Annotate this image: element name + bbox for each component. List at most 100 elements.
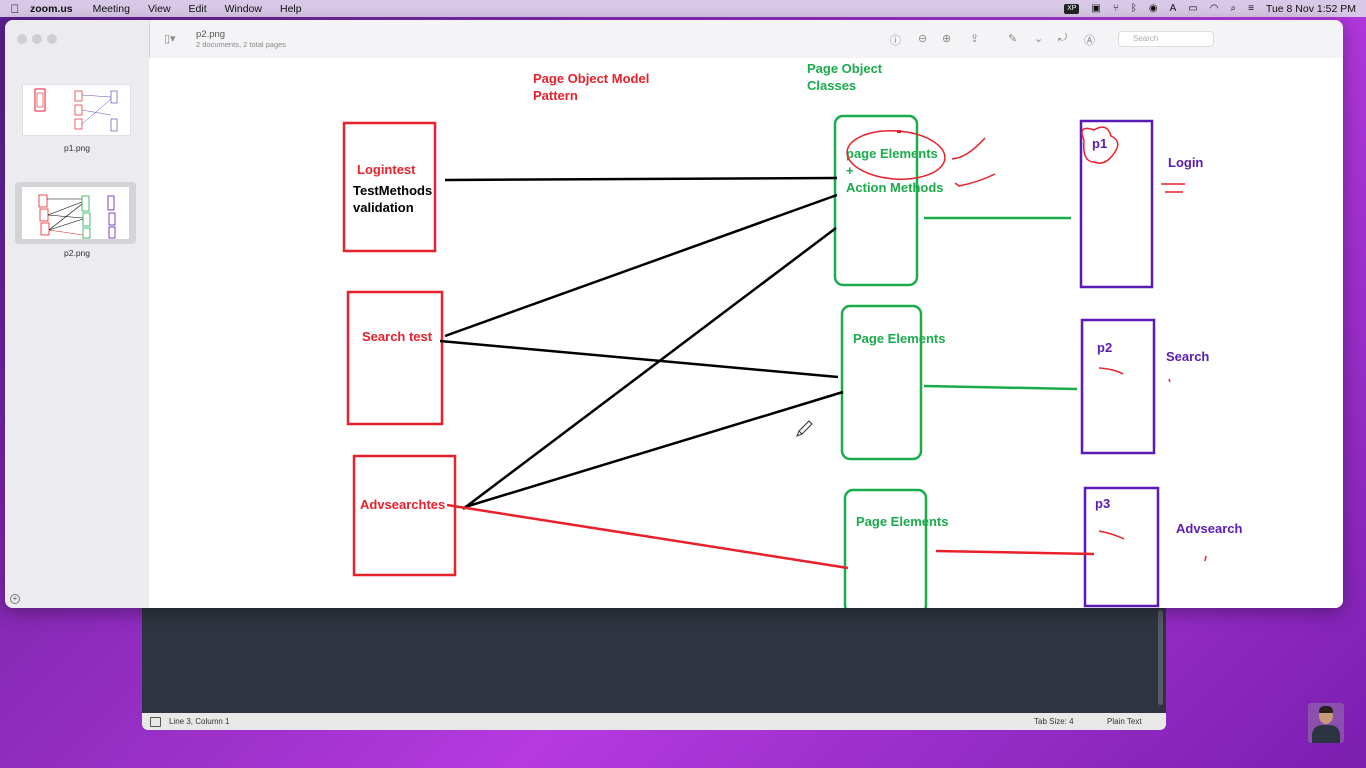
- connector-search-obj2: [439, 339, 839, 379]
- close-button[interactable]: [17, 34, 27, 44]
- thumbnail-p1-label: p1.png: [64, 143, 90, 153]
- page-elements-2-label: Page Elements: [853, 331, 946, 346]
- menu-view[interactable]: View: [147, 2, 171, 15]
- clock[interactable]: Tue 8 Nov 1:52 PM: [1265, 2, 1356, 15]
- editor-status-bar: Line 3, Column 1 Tab Size: 4 Plain Text: [142, 713, 1166, 730]
- testmethods-label: TestMethods: [353, 183, 432, 198]
- annotation-mark-search: [1168, 378, 1171, 383]
- tab-size[interactable]: Tab Size: 4: [1034, 717, 1074, 726]
- searchtest-box: [346, 290, 444, 426]
- annotation-circle-p1: [1081, 126, 1119, 164]
- annotation-tick-1: [951, 137, 986, 160]
- tools-icon[interactable]: ⑂: [1112, 3, 1119, 14]
- page-object-1-box: [833, 114, 919, 287]
- connector-login-obj1: [444, 176, 838, 182]
- rotate-icon[interactable]: ⤾: [1058, 32, 1068, 44]
- advsearchtest-label: Advsearchtes: [360, 497, 445, 512]
- diagram-title-line1: Page Object Model: [533, 71, 649, 86]
- syntax-mode[interactable]: Plain Text: [1107, 717, 1142, 726]
- apple-icon[interactable]: : [0, 2, 30, 16]
- thumbnail-p2-selected[interactable]: [15, 182, 136, 244]
- page-elements-3-label: Page Elements: [856, 514, 949, 529]
- thumbnail-p2[interactable]: [22, 187, 129, 239]
- classes-heading-line2: Classes: [807, 78, 856, 93]
- connector-search-obj1: [444, 193, 838, 338]
- battery-icon[interactable]: ▭: [1188, 3, 1198, 14]
- page-object-3-box: [843, 488, 928, 608]
- markup-pen-icon[interactable]: ✎: [1008, 33, 1018, 45]
- page-object-model-diagram: Page Object Model Pattern Page Object Cl…: [342, 61, 1243, 608]
- menu-meeting[interactable]: Meeting: [92, 2, 130, 15]
- advsearchtest-box: [352, 454, 457, 577]
- connector-obj3-p3: [935, 549, 1095, 556]
- search-input[interactable]: Search: [1118, 31, 1214, 47]
- logintest-label: Logintest: [357, 162, 416, 177]
- connector-adv-obj2: [464, 390, 844, 509]
- menu-app-name[interactable]: zoom.us: [30, 2, 73, 15]
- avatar-body: [1312, 725, 1340, 743]
- preview-toolbar: ▯▾ p2.png 2 documents, 2 total pages ⓘ ⊖…: [150, 20, 1343, 59]
- connector-adv-obj1: [462, 227, 837, 510]
- page-p2-box: [1080, 318, 1156, 455]
- annotation-dot: [897, 130, 901, 133]
- thumbnail-sidebar: p1.png: [5, 20, 150, 608]
- status-area: XP ▣ ⑂ ᛒ ◉ A ▭ ◠ ⌕ ≡ Tue 8 Nov 1:52 PM: [1064, 0, 1356, 17]
- plus-label: +: [846, 163, 854, 178]
- connector-adv-obj3: [446, 503, 849, 570]
- page-elements-1-label: page Elements: [846, 146, 938, 161]
- annotation-mark-advsearch: [1204, 555, 1207, 562]
- markup-dropdown-icon[interactable]: ⌄: [1034, 33, 1044, 45]
- cursor-position: Line 3, Column 1: [169, 717, 230, 726]
- search-page-label: Search: [1166, 349, 1209, 364]
- page-p3-label: p3: [1095, 496, 1110, 511]
- login-page-label: Login: [1168, 155, 1203, 170]
- zoom-button[interactable]: [47, 34, 57, 44]
- menu-help[interactable]: Help: [279, 2, 302, 15]
- wifi-icon[interactable]: ◠: [1209, 3, 1219, 14]
- share-icon[interactable]: ⇪: [970, 33, 980, 45]
- classes-heading-line1: Page Object: [807, 61, 883, 76]
- thumbnail-p2-label: p2.png: [64, 248, 90, 258]
- thumbnail-p1-image: [34, 88, 118, 132]
- text-editor-window: Line 3, Column 1 Tab Size: 4 Plain Text: [142, 600, 1166, 730]
- page-p1-box: [1079, 119, 1154, 289]
- diagram-title-line2: Pattern: [533, 88, 578, 103]
- page-p3-box: [1083, 486, 1160, 608]
- annotation-tick-2: [954, 173, 996, 187]
- menu-window[interactable]: Window: [224, 2, 262, 15]
- info-icon[interactable]: ⓘ: [890, 35, 901, 47]
- diagram-canvas: Page Object Model Pattern Page Object Cl…: [149, 58, 1343, 608]
- bluetooth-icon[interactable]: ᛒ: [1130, 3, 1137, 14]
- editor-scrollbar[interactable]: [1158, 610, 1163, 705]
- searchtest-label: Search test: [362, 329, 433, 344]
- user-icon[interactable]: ◉: [1148, 3, 1158, 14]
- zoom-in-icon[interactable]: ⊕: [942, 33, 952, 45]
- add-icon[interactable]: +: [10, 594, 20, 604]
- preview-window: p1.png: [5, 20, 1343, 608]
- validation-label: validation: [353, 200, 414, 215]
- keyboard-icon[interactable]: A: [1169, 3, 1177, 14]
- page-p1-label: p1: [1092, 136, 1107, 151]
- pen-cursor-icon: [796, 420, 813, 437]
- thumbnail-p2-image: [38, 194, 116, 239]
- avatar-hair: [1319, 706, 1333, 713]
- annotate-icon[interactable]: Ⓐ: [1084, 35, 1095, 47]
- presenter-avatar[interactable]: [1308, 703, 1344, 743]
- document-title: p2.png: [196, 29, 226, 40]
- page-p2-label: p2: [1097, 340, 1112, 355]
- annotation-underline-p3: [1098, 530, 1125, 540]
- search-icon[interactable]: ⌕: [1230, 3, 1237, 14]
- menu-edit[interactable]: Edit: [188, 2, 207, 15]
- xp-pen-icon[interactable]: XP: [1064, 3, 1080, 14]
- advsearch-page-label: Advsearch: [1176, 521, 1243, 536]
- menu-bar:  zoom.us Meeting View Edit Window Help …: [0, 0, 1366, 17]
- sidebar-toggle-icon[interactable]: [150, 716, 161, 727]
- zoom-out-icon[interactable]: ⊖: [918, 33, 928, 45]
- control-center-icon[interactable]: ≡: [1248, 3, 1254, 14]
- window-icon[interactable]: ▣: [1091, 3, 1101, 14]
- minimize-button[interactable]: [32, 34, 42, 44]
- thumbnail-p1[interactable]: [22, 84, 131, 136]
- action-methods-label: Action Methods: [846, 180, 944, 195]
- sidebar-toggle-icon[interactable]: ▯▾: [164, 33, 176, 45]
- document-subtitle: 2 documents, 2 total pages: [196, 40, 287, 49]
